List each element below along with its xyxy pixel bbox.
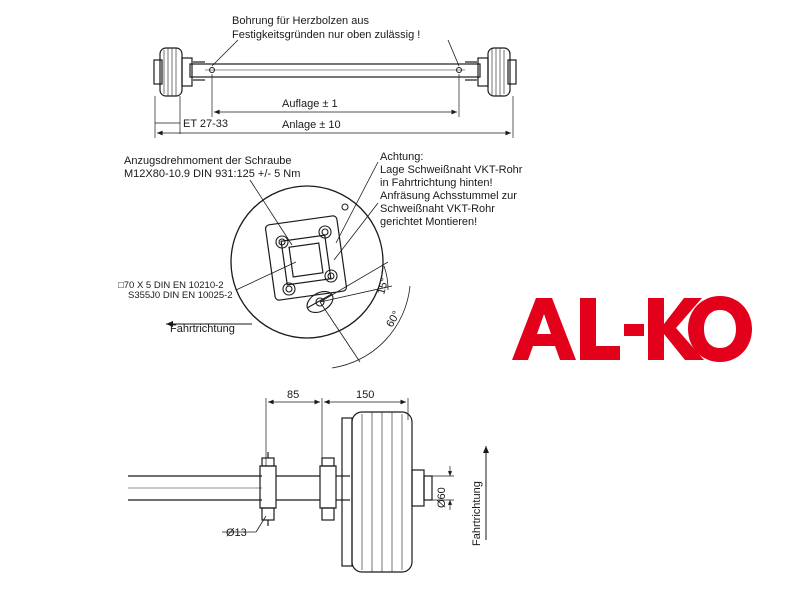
mount-block-left bbox=[259, 452, 277, 526]
direction-label: Fahrtrichtung bbox=[170, 323, 235, 335]
warning-line1: Achtung: bbox=[380, 151, 423, 163]
axle-tube-top bbox=[189, 63, 481, 78]
warning-line5: Schweißnaht VKT-Rohr bbox=[380, 203, 495, 215]
left-hub bbox=[153, 47, 205, 97]
direction-label-vertical: Fahrtrichtung bbox=[471, 481, 483, 546]
bohrung-note-line2: Festigkeitsgründen nur oben zulässig ! bbox=[232, 29, 420, 41]
mount-block-right bbox=[319, 457, 350, 521]
drum-small-hole bbox=[341, 203, 349, 211]
torque-line2: M12X80-10.9 DIN 931:125 +/- 5 Nm bbox=[124, 168, 300, 180]
note-leader-left bbox=[211, 39, 239, 67]
front-view: 85 150 bbox=[128, 389, 489, 573]
dia-13-label: Ø13 bbox=[226, 527, 247, 539]
angle-60-label: 60° bbox=[384, 309, 403, 329]
side-view: Anzugsdrehmoment der Schraube M12X80-10.… bbox=[118, 151, 523, 369]
warning-line6: gerichtet Montieren! bbox=[380, 216, 477, 228]
dim-150-label: 150 bbox=[356, 389, 374, 401]
dim-85-label: 85 bbox=[287, 389, 299, 401]
dimension-extensions-top bbox=[154, 74, 514, 138]
bohrung-note-line1: Bohrung für Herzbolzen aus bbox=[232, 15, 369, 27]
angle-lines bbox=[319, 261, 411, 369]
hub-drum-front bbox=[341, 411, 433, 573]
tube-spec-line1: □70 X 5 DIN EN 10210-2 bbox=[118, 280, 224, 291]
plate-bolts bbox=[275, 225, 338, 296]
warning-leader-1 bbox=[335, 161, 379, 244]
axle-tube-front bbox=[128, 475, 320, 501]
brake-drum-circle bbox=[230, 185, 384, 339]
dia-13-leader bbox=[255, 515, 267, 533]
tube-spec-line2: S355J0 DIN EN 10025-2 bbox=[128, 290, 233, 301]
tube-spec-leader bbox=[235, 261, 297, 291]
note-leader-right bbox=[447, 39, 460, 67]
warning-line2: Lage Schweißnaht VKT-Rohr bbox=[380, 164, 523, 176]
warning-line4: Anfräsung Achsstummel zur bbox=[380, 190, 517, 202]
warning-leader-2 bbox=[333, 202, 379, 261]
auflage-label: Auflage ± 1 bbox=[282, 98, 338, 110]
et-label: ET 27-33 bbox=[183, 118, 228, 130]
left-bolt-hole bbox=[209, 67, 215, 73]
dia-60-dimension bbox=[432, 466, 454, 510]
right-bolt-hole bbox=[456, 67, 462, 73]
torque-line1: Anzugsdrehmoment der Schraube bbox=[124, 155, 292, 167]
dimension-extensions-front bbox=[265, 398, 409, 466]
square-tube-plate bbox=[264, 215, 348, 301]
warning-line3: in Fahrtrichtung hinten! bbox=[380, 177, 493, 189]
angle-15-label: 15° bbox=[375, 277, 391, 296]
anlage-label: Anlage ± 10 bbox=[282, 119, 341, 131]
right-hub bbox=[465, 47, 517, 97]
torque-leader bbox=[249, 179, 293, 246]
dia-60-label: Ø60 bbox=[436, 487, 448, 508]
alko-logo bbox=[512, 296, 752, 362]
top-view: Bohrung für Herzbolzen aus Festigkeitsgr… bbox=[153, 15, 517, 138]
